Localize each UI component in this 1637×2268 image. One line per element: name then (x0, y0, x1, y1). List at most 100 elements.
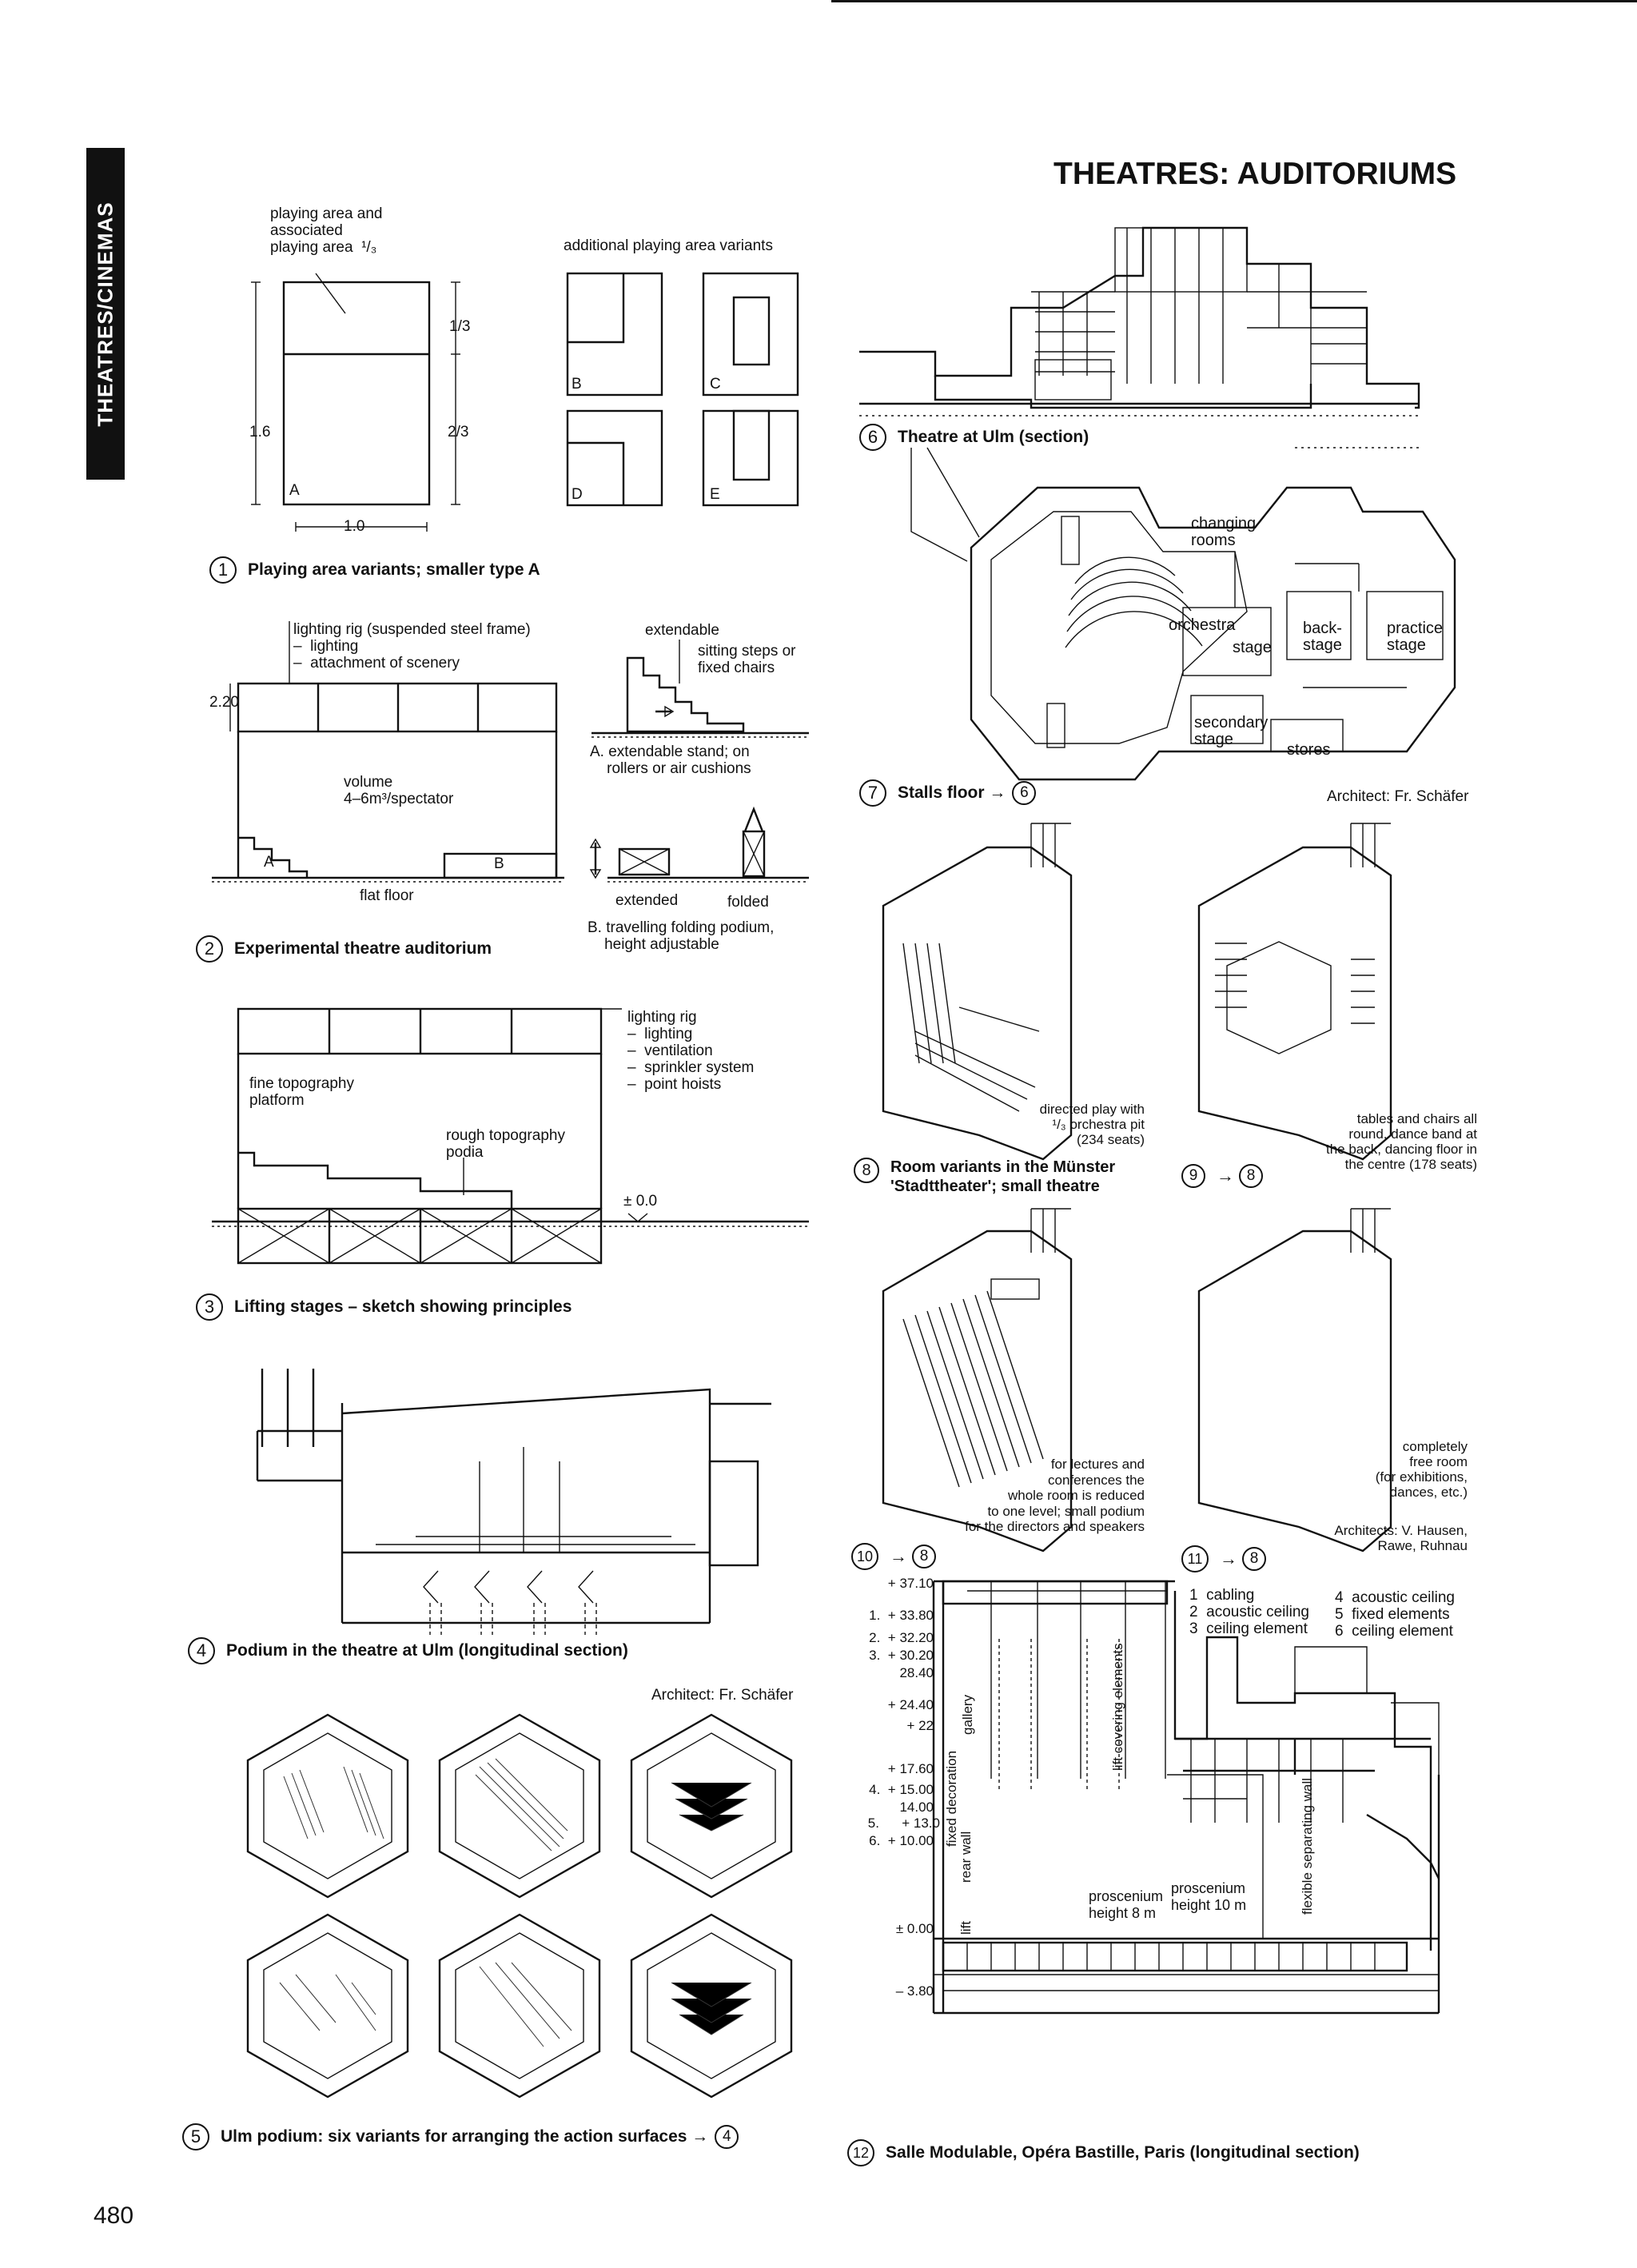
fig5-number: 5 (182, 2123, 209, 2150)
level-label: 5. + 13.0 (867, 1816, 940, 1831)
fig7-caption-text: Stalls floor → (898, 783, 1006, 802)
level-label: 28.40 (899, 1665, 934, 1680)
fig7-orchestra: orchestra (1169, 616, 1236, 634)
fig3-number: 3 (196, 1293, 223, 1321)
fig10-arrow: → (890, 1546, 907, 1566)
fig7-stage: stage (1233, 639, 1272, 656)
fig11-note: completely free room (for exhibitions, d… (1375, 1439, 1468, 1500)
fig1-caption-text: Playing area variants; smaller type A (248, 560, 540, 579)
fig12-gallery: gallery (960, 1694, 975, 1735)
fig10-ref: 8 (912, 1545, 936, 1568)
fig2-volume: volume 4–6m³/spectator (344, 774, 454, 807)
page-title: THEATRES: AUDITORIUMS (1053, 157, 1457, 191)
fig2-extended: extended (615, 892, 679, 909)
fig2-folded: folded (727, 894, 769, 911)
fig3-rough: rough topography podia (446, 1127, 565, 1161)
fig1-label-variants: additional playing area variants (564, 237, 773, 254)
fig2-extendable: extendable (645, 622, 719, 639)
fig7-architect: Architect: Fr. Schäfer (1327, 788, 1469, 805)
level-label: + 17.60 (887, 1761, 934, 1776)
fig7-practice: practice stage (1387, 620, 1444, 654)
page-number: 480 (94, 2202, 134, 2229)
fig10-note: for lectures and conferences the whole r… (965, 1457, 1145, 1534)
fig12-levels: + 37.10 1. + 33.80 2. + 32.20 3. + 30.20… (847, 1575, 940, 2023)
fig7-changing: changing rooms (1191, 515, 1257, 549)
fig4-caption: 4 Podium in the theatre at Ulm (longitud… (188, 1637, 628, 1664)
fig10-caption: 10 → 8 (851, 1543, 936, 1570)
fig1-label-top: playing area and associated playing area… (270, 205, 383, 256)
fig9-caption: 9 → 8 (1181, 1164, 1263, 1188)
fig11-arrow: → (1220, 1549, 1237, 1568)
fig2-drawing (212, 621, 809, 883)
fig7-secondary: secondary stage (1194, 714, 1269, 748)
fig2-sitting-steps: sitting steps or fixed chairs (698, 643, 796, 676)
level-label: 6. + 10.00 (869, 1833, 934, 1848)
top-rule (831, 0, 1637, 2)
fig12-flexible-wall: flexible separating wall (1300, 1777, 1315, 1915)
fig7-number: 7 (859, 779, 886, 807)
fig7-ref: 6 (1012, 781, 1037, 805)
fig4-architect: Architect: Fr. Schäfer (651, 1687, 794, 1704)
fig12-caption-text: Salle Modulable, Opéra Bastille, Paris (… (886, 2143, 1360, 2162)
fig8-number: 8 (854, 1158, 879, 1183)
fig6-drawing (859, 226, 1420, 448)
level-label: + 22 (906, 1718, 934, 1733)
fig12-lift: lift (958, 1921, 974, 1935)
level-label: 3. + 30.20 (869, 1648, 934, 1663)
fig11-ref: 8 (1242, 1547, 1266, 1571)
fig4-number: 4 (188, 1637, 215, 1664)
fig8-caption: 8 Room variants in the Münster 'Stadtthe… (854, 1158, 1115, 1196)
fig5-caption: 5 Ulm podium: six variants for arranging… (182, 2123, 739, 2150)
fig8-caption-text: Room variants in the Münster 'Stadttheat… (890, 1158, 1116, 1195)
fig2-podium-b: B. travelling folding podium, height adj… (587, 919, 775, 953)
fig10-number: 10 (851, 1543, 878, 1570)
level-label: ± 0.00 (895, 1921, 934, 1936)
fig2-flat-floor: flat floor (360, 887, 414, 904)
fig5-drawing (246, 1713, 793, 2099)
fig1-letter-c: C (710, 376, 721, 393)
fig12-lift-covering: lift covering elements (1110, 1643, 1125, 1771)
fig4-caption-text: Podium in the theatre at Ulm (longitudin… (226, 1641, 628, 1660)
fig6-number: 6 (859, 424, 886, 451)
fig1-letter-d: D (572, 486, 583, 503)
fig9-note: tables and chairs all round, dance band … (1325, 1111, 1477, 1172)
level-label: – 3.80 (895, 1983, 934, 1999)
fig3-caption-text: Lifting stages – sketch showing principl… (234, 1297, 572, 1316)
fig9-ref: 8 (1239, 1164, 1263, 1188)
fig1-drawing (251, 272, 799, 532)
fig1-dim-16: 1.6 (249, 424, 271, 440)
fig8-note: directed play with ¹/₃ orchestra pit (23… (1039, 1102, 1145, 1147)
fig7-stores: stores (1287, 741, 1331, 759)
fig12-pros8: proscenium height 8 m (1089, 1888, 1164, 1921)
fig12-caption: 12 Salle Modulable, Opéra Bastille, Pari… (847, 2139, 1360, 2166)
fig11-number: 11 (1181, 1545, 1209, 1572)
fig1-dim-13: 1/3 (449, 318, 471, 335)
fig2-caption: 2 Experimental theatre auditorium (196, 935, 492, 963)
fig9-number: 9 (1181, 1164, 1205, 1188)
fig7-caption: 7 Stalls floor → 6 (859, 779, 1037, 807)
fig7-drawing (910, 447, 1456, 781)
fig4-drawing (256, 1369, 771, 1635)
fig5-caption-text: Ulm podium: six variants for arranging t… (221, 2127, 709, 2146)
fig6-caption-text: Theatre at Ulm (section) (898, 428, 1089, 446)
fig2-number: 2 (196, 935, 223, 963)
level-label: + 24.40 (887, 1697, 934, 1712)
fig1-letter-e: E (710, 486, 720, 503)
side-tab: THEATRES/CINEMAS (86, 148, 125, 480)
fig11-caption: 11 → 8 (1181, 1545, 1266, 1572)
fig12-legend-right: 4 acoustic ceiling 5 fixed elements 6 ce… (1335, 1589, 1455, 1640)
fig6-caption: 6 Theatre at Ulm (section) (859, 424, 1089, 451)
fig2-dim-220: 2.20 (209, 694, 239, 711)
fig1-letter-a: A (289, 482, 300, 499)
fig1-number: 1 (209, 556, 237, 584)
fig3-drawing (212, 1007, 809, 1265)
level-label: 2. + 32.20 (869, 1630, 934, 1645)
fig2-letter-a: A (264, 854, 274, 871)
fig2-lighting: lighting rig (suspended steel frame) – l… (293, 621, 531, 672)
fig2-stand-a: A. extendable stand; on rollers or air c… (590, 743, 751, 777)
level-label: 14.00 (899, 1800, 934, 1815)
level-label: 4. + 15.00 (869, 1782, 934, 1797)
fig2-letter-b: B (494, 855, 504, 872)
fig7-backstage: back- stage (1303, 620, 1342, 654)
